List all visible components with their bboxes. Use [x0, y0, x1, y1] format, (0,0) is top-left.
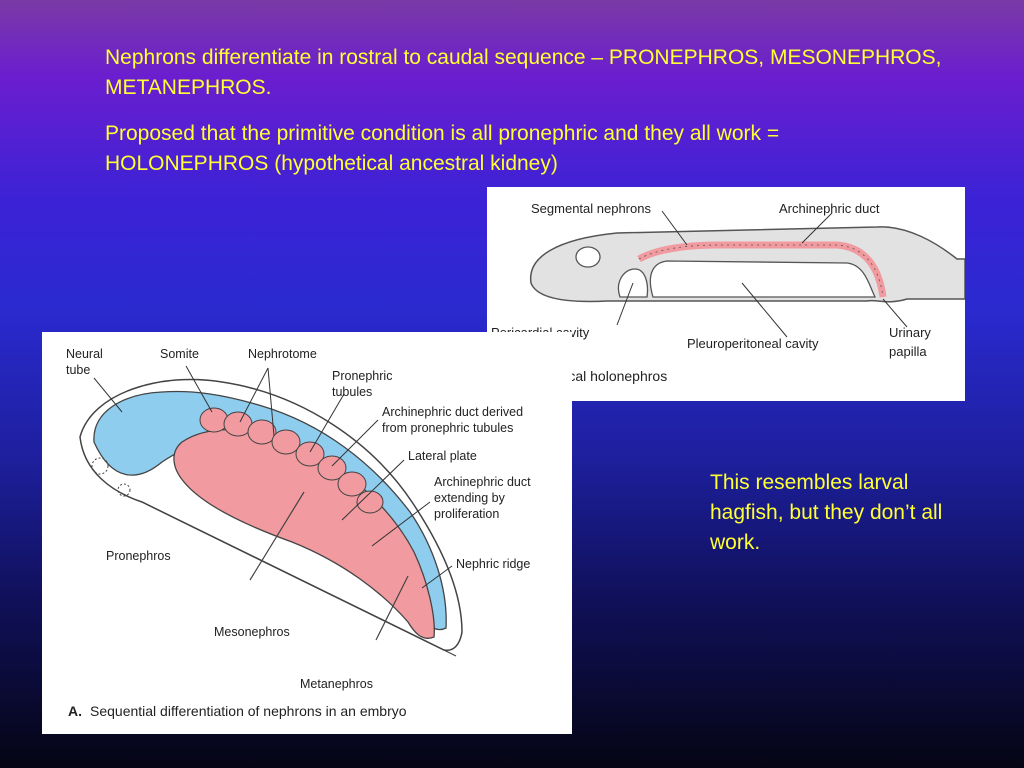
label-archinephric-duct: Archinephric duct [779, 201, 880, 216]
label-urinary-papilla-1: Urinary [889, 325, 931, 340]
label-neural-tube-2: tube [66, 363, 90, 377]
holonephros-diagram: Segmental nephrons Archinephric duct Per… [491, 201, 965, 384]
pericardial-cavity-shape [617, 268, 649, 298]
neural-marker-icon [117, 483, 131, 497]
label-lateral-plate: Lateral plate [408, 449, 477, 463]
label-pronephros: Pronephros [106, 549, 171, 563]
label-neural-tube-1: Neural [66, 347, 103, 361]
label-pronephric-tubules-2: tubules [332, 385, 372, 399]
neural-marker-icon [91, 457, 109, 475]
label-archinephric-extending-3: proliferation [434, 507, 499, 521]
eye-icon [575, 246, 601, 268]
somites-group [199, 407, 384, 514]
label-archinephric-extending-2: extending by [434, 491, 506, 505]
label-metanephros: Metanephros [300, 677, 373, 691]
label-nephrotome: Nephrotome [248, 347, 317, 361]
embryo-caption-letter: A. [68, 703, 82, 719]
label-mesonephros: Mesonephros [214, 625, 290, 639]
label-nephric-ridge: Nephric ridge [456, 557, 530, 571]
slide-paragraph-1: Nephrons differentiate in rostral to cau… [105, 46, 942, 99]
embryo-caption: Sequential differentiation of nephrons i… [90, 703, 407, 719]
pleuroperitoneal-cavity-shape [649, 260, 877, 298]
label-archinephric-derived-1: Archinephric duct derived [382, 405, 523, 419]
label-somite: Somite [160, 347, 199, 361]
embryo-figure: Neural tube Somite Nephrotome Pronephric… [42, 332, 572, 734]
label-archinephric-derived-2: from pronephric tubules [382, 421, 513, 435]
label-pleuroperitoneal-cavity: Pleuroperitoneal cavity [687, 336, 819, 351]
embryo-diagram: Neural tube Somite Nephrotome Pronephric… [66, 347, 531, 719]
label-pronephric-tubules-1: Pronephric [332, 369, 392, 383]
side-note: This resembles larval hagfish, but they … [710, 471, 943, 554]
label-segmental-nephrons: Segmental nephrons [531, 201, 651, 216]
label-archinephric-extending-1: Archinephric duct [434, 475, 531, 489]
slide-paragraph-2: Proposed that the primitive condition is… [105, 122, 780, 175]
label-urinary-papilla-2: papilla [889, 344, 927, 359]
